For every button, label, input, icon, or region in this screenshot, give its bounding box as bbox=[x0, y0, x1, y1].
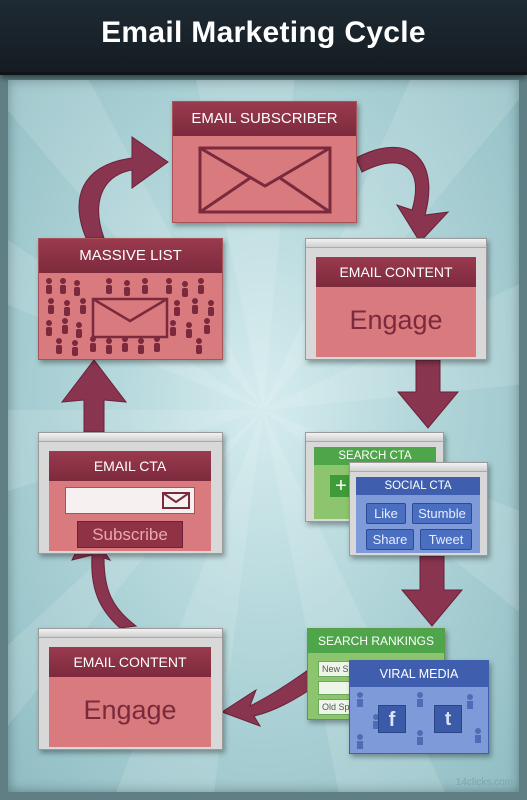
arrow-list-to-subscriber bbox=[78, 136, 169, 239]
credit-text: 14clicks.com bbox=[455, 777, 513, 788]
arrow-subscriber-to-content bbox=[355, 146, 450, 243]
facebook-icon[interactable]: f bbox=[378, 705, 406, 733]
tweet-button[interactable]: Tweet bbox=[420, 529, 472, 550]
node-title: EMAIL CONTENT bbox=[316, 257, 476, 287]
node-email-content-bottom: EMAIL CONTENT Engage bbox=[38, 628, 223, 750]
node-email-content-top: EMAIL CONTENT Engage bbox=[305, 238, 487, 360]
share-button[interactable]: Share bbox=[366, 529, 414, 550]
node-title: VIRAL MEDIA bbox=[350, 661, 488, 687]
plus-icon: + bbox=[330, 475, 352, 497]
node-title: SEARCH CTA bbox=[314, 447, 436, 465]
arrow-rankings-to-content bbox=[220, 669, 319, 727]
stumble-button[interactable]: Stumble bbox=[412, 503, 472, 524]
node-title: SEARCH RANKINGS bbox=[308, 629, 444, 653]
subscribe-button[interactable]: Subscribe bbox=[77, 521, 183, 548]
email-field[interactable] bbox=[65, 487, 195, 514]
node-title: EMAIL CTA bbox=[49, 451, 211, 481]
arrow-emailcta-to-list bbox=[60, 359, 128, 433]
node-title: EMAIL CONTENT bbox=[49, 647, 211, 677]
arrow-content-to-cta bbox=[396, 359, 460, 429]
node-email-subscriber: EMAIL SUBSCRIBER bbox=[172, 101, 357, 223]
node-email-cta: EMAIL CTA Subscribe bbox=[38, 432, 223, 554]
like-button[interactable]: Like bbox=[366, 503, 406, 524]
crowd-background bbox=[357, 692, 481, 749]
node-title: MASSIVE LIST bbox=[39, 239, 222, 273]
envelope-icon bbox=[162, 492, 190, 509]
node-massive-list: MASSIVE LIST bbox=[38, 238, 223, 360]
header-bar: Email Marketing Cycle bbox=[0, 0, 527, 75]
arrow-cta-to-rankings bbox=[400, 555, 464, 627]
engage-text: Engage bbox=[83, 695, 177, 725]
crowd-envelope-icon bbox=[46, 278, 214, 356]
node-title: EMAIL SUBSCRIBER bbox=[173, 102, 356, 136]
page-title: Email Marketing Cycle bbox=[101, 16, 426, 49]
twitter-icon[interactable]: t bbox=[434, 705, 462, 733]
engage-text: Engage bbox=[349, 305, 443, 335]
node-viral-media: VIRAL MEDIA f t bbox=[349, 660, 489, 754]
node-social-cta: SOCIAL CTA Like Stumble Share Tweet bbox=[349, 462, 488, 556]
node-title: SOCIAL CTA bbox=[356, 477, 480, 495]
envelope-icon bbox=[198, 146, 332, 214]
